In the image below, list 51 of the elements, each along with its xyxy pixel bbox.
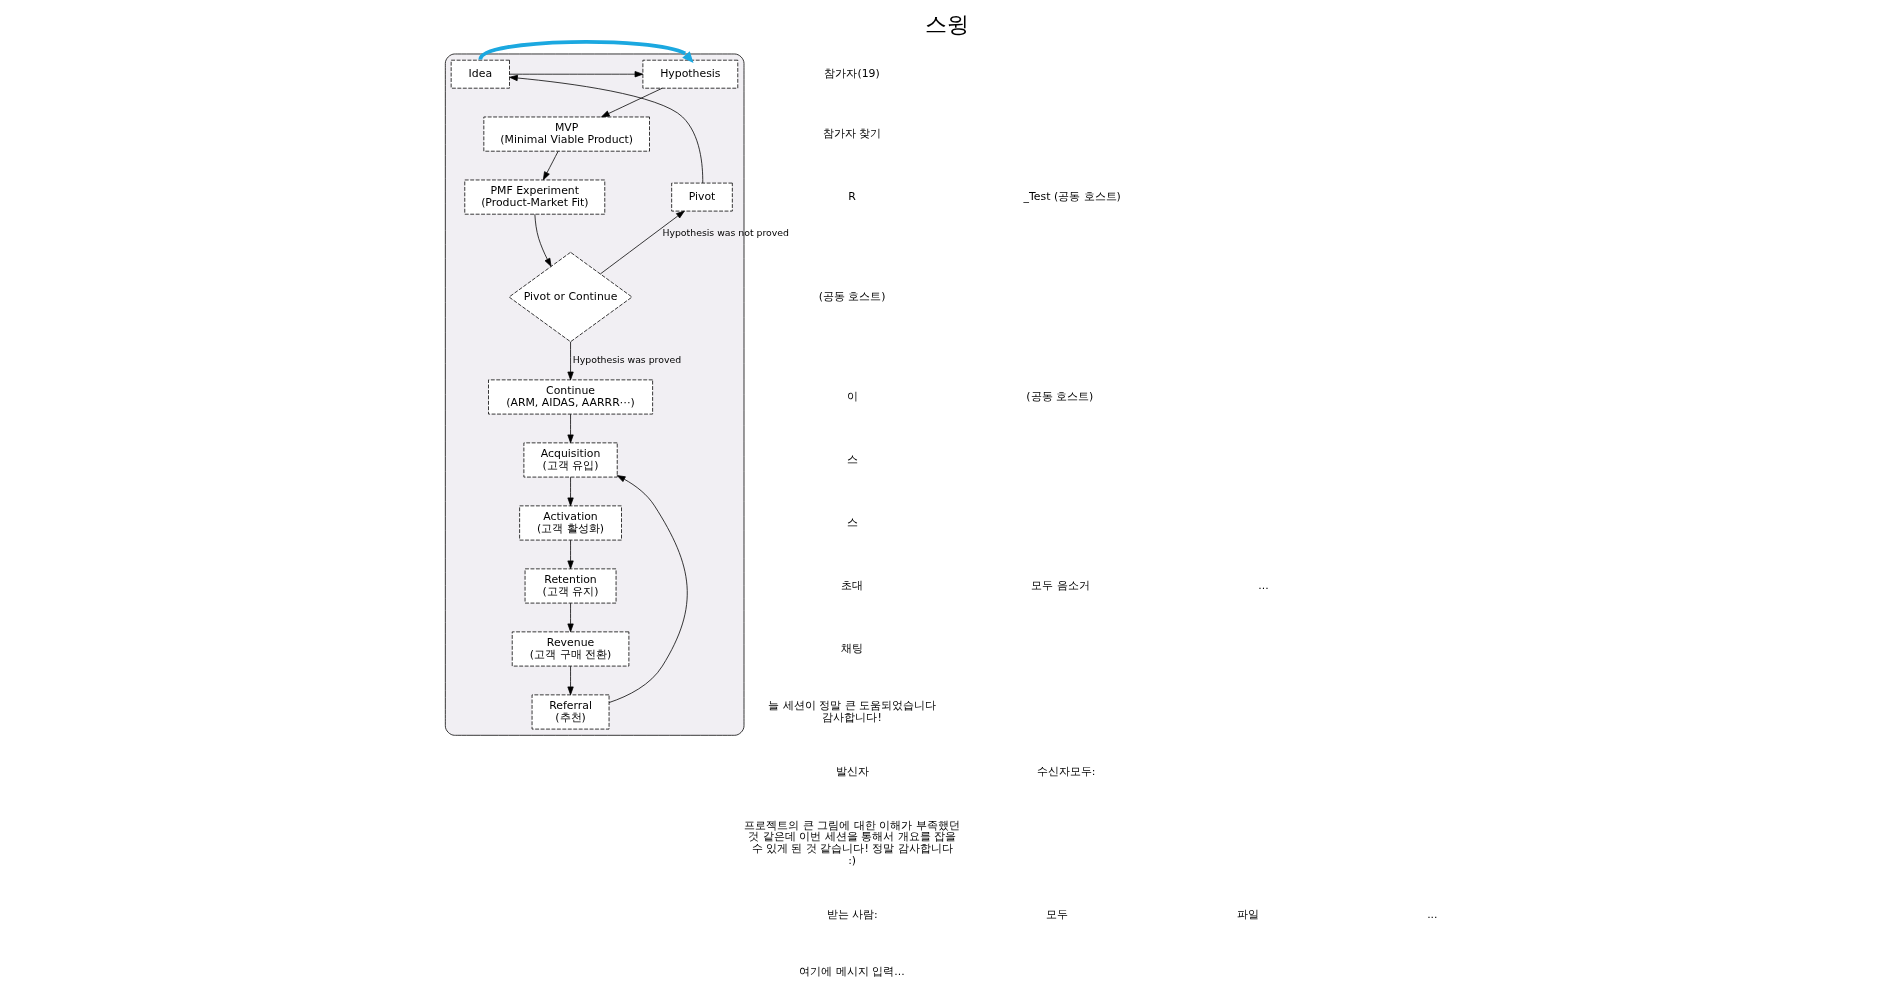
arrow: [567, 665, 574, 696]
label: 받는 사람:: [826, 907, 878, 921]
edge-label: Hypothesis was not proved: [662, 226, 790, 238]
label: ...: [1258, 578, 1269, 592]
label: 모두: [1046, 907, 1069, 921]
label: 늘 세션이 정말 큰 도움되었습니다 감사합니다!: [768, 699, 937, 724]
label: 모두 음소거: [1031, 578, 1090, 592]
node-box: Retention (고객 유지): [524, 568, 617, 604]
label: 여기에 메시지 입력...: [799, 964, 905, 978]
arrow: [567, 539, 574, 570]
arrow: [567, 602, 574, 633]
node-box: Pivot: [671, 182, 733, 212]
arrow: [608, 475, 688, 703]
node-box: Continue (ARM, AIDAS, AARRR⋯): [488, 379, 653, 415]
label: _Test (공동 호스트): [1023, 189, 1121, 203]
label: 프로젝트의 큰 그림에 대한 이해가 부족했던 것 같은데 이번 세션을 통해서 개요를 잡을 수 있게 된 것 같습니다! 정말 감사합니다 :): [744, 818, 960, 867]
label: 참가자 찾기: [822, 126, 882, 140]
label: ...: [1427, 907, 1438, 921]
node-box: Idea: [450, 59, 510, 89]
arrow: [478, 40, 694, 64]
label: (공동 호스트): [818, 289, 886, 303]
label: 발신자: [835, 764, 869, 778]
node-diamond: Pivot or Continue: [508, 251, 633, 343]
edge-label: Hypothesis was proved: [572, 354, 682, 366]
arrow: [567, 476, 574, 507]
node-box: MVP (Minimal Viable Product): [483, 116, 650, 152]
arrow: [600, 210, 685, 275]
diagram-title: 스윙: [925, 11, 969, 37]
label: 파일: [1237, 907, 1259, 921]
node-box: Hypothesis: [642, 59, 739, 89]
label: 참가자(19): [824, 67, 880, 81]
label: 수신자모두:: [1036, 764, 1096, 778]
label: (공동 호스트): [1026, 389, 1094, 403]
label: 스: [846, 452, 858, 466]
arrow: [534, 213, 552, 267]
label: 스: [846, 515, 858, 529]
label: R: [848, 189, 856, 203]
arrow: [509, 71, 644, 78]
label: 이: [846, 389, 858, 403]
arrow: [542, 150, 559, 181]
arrow: [567, 341, 574, 381]
node-box: Activation (고객 활성화): [519, 505, 622, 541]
label: 초대: [841, 578, 864, 592]
arrow: [601, 87, 663, 118]
node-box: Acquisition (고객 유입): [523, 442, 618, 478]
node-box: Referral (추천): [531, 694, 610, 730]
arrow: [509, 74, 704, 184]
node-box: PMF Experiment (Product-Market Fit): [464, 179, 606, 215]
arrow: [567, 413, 574, 444]
node-box: Revenue (고객 구매 전환): [511, 631, 630, 667]
label: 채팅: [841, 641, 864, 655]
